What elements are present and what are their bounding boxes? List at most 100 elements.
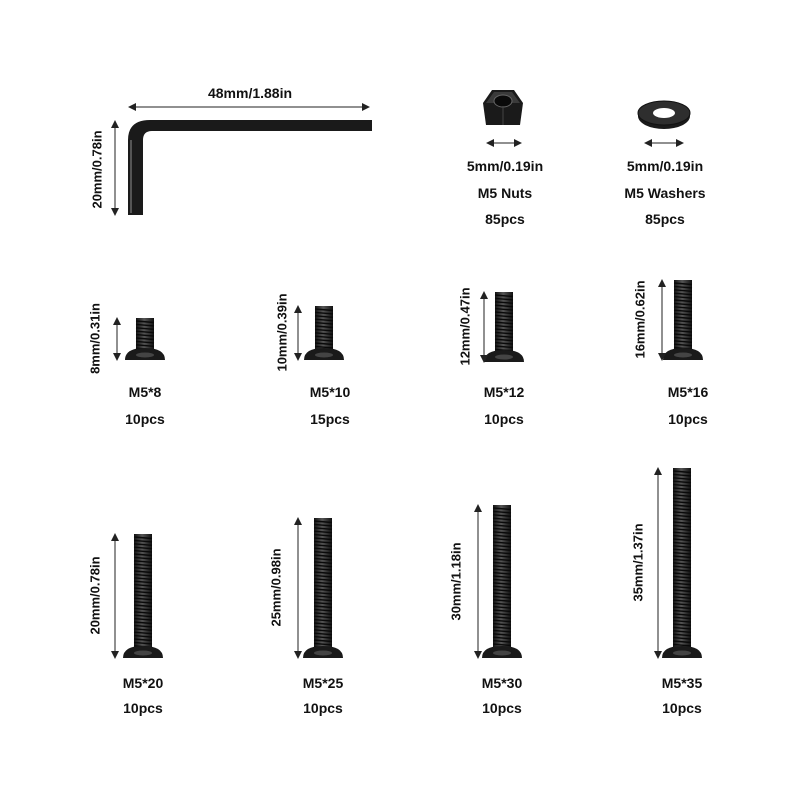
screw-thread	[133, 543, 153, 546]
screw-thread	[672, 616, 692, 620]
screw-thread	[313, 618, 333, 622]
screw-thread	[313, 615, 333, 619]
screw-thread	[313, 605, 333, 609]
screw-thread	[673, 282, 693, 286]
screw-name-label: M5*10	[309, 384, 351, 400]
screw-head-highlight	[674, 352, 692, 358]
screw-thread	[313, 642, 333, 646]
screw-thread	[133, 604, 153, 608]
screw-thread	[494, 311, 514, 315]
screw-thread	[492, 507, 512, 511]
screw-thread	[672, 517, 692, 521]
screw-thread	[494, 314, 514, 318]
screw-thread	[492, 514, 512, 517]
screw-thread	[133, 634, 153, 638]
screw-thread	[135, 340, 155, 344]
screw-thread	[673, 295, 693, 299]
screw-thread	[133, 590, 153, 594]
screw-thread	[492, 558, 512, 562]
screw-thread	[672, 514, 692, 518]
screw-length-label: 12mm/0.47in	[457, 287, 473, 366]
screw-name-label: M5*20	[122, 675, 164, 691]
screw-thread	[313, 530, 333, 534]
screw-thread	[672, 613, 692, 616]
screw-thread	[672, 623, 692, 627]
screw-thread	[492, 592, 512, 596]
screw-thread	[672, 487, 692, 491]
screw-thread	[672, 602, 692, 606]
screw-name-label: M5*30	[481, 675, 523, 691]
screw-thread	[492, 531, 512, 534]
screw-name-label: M5*25	[302, 675, 344, 691]
screw-thread	[313, 632, 333, 636]
screw-thread	[492, 585, 512, 589]
screw-thread	[492, 575, 512, 579]
button-head-screw-icon	[484, 292, 524, 362]
screw-thread	[313, 537, 333, 541]
screw-thread	[672, 541, 692, 545]
screw-thread	[492, 554, 512, 558]
screw-thread	[673, 285, 693, 289]
screw-thread	[133, 600, 153, 604]
screw-thread	[494, 345, 514, 349]
screw-thread	[673, 333, 693, 337]
screw-thread	[672, 548, 692, 552]
screw-thread	[314, 325, 334, 329]
hex-key-height-label: 20mm/0.78in	[89, 130, 105, 209]
nut-qty-label: 85pcs	[485, 211, 525, 227]
washer-name-label: M5 Washers	[624, 185, 706, 201]
screw-thread	[133, 546, 153, 550]
screw-thread	[313, 561, 333, 564]
screw-qty-label: 10pcs	[668, 411, 708, 427]
button-head-screw-icon	[482, 505, 522, 658]
screw-thread	[673, 340, 693, 343]
screw-thread	[135, 337, 155, 341]
screw-thread	[672, 531, 692, 535]
screw-thread	[492, 622, 512, 626]
screw-thread	[313, 578, 333, 581]
screw-thread	[672, 483, 692, 487]
screw-thread	[672, 538, 692, 542]
screw-thread	[494, 335, 514, 338]
screw-thread	[672, 572, 692, 576]
screw-thread	[672, 528, 692, 531]
screw-thread	[492, 629, 512, 633]
screw-thread	[673, 329, 693, 333]
screw-thread	[313, 595, 333, 598]
screw-thread	[672, 477, 692, 480]
screw-thread	[492, 534, 512, 538]
screw-thread	[313, 567, 333, 571]
nut-size-label: 5mm/0.19in	[466, 158, 544, 174]
screw-thread	[313, 571, 333, 575]
screw-thread	[673, 312, 693, 316]
button-head-screw-icon	[663, 280, 703, 360]
screw-thread	[133, 539, 153, 543]
screw-thread	[314, 311, 334, 315]
screw-thread	[313, 547, 333, 551]
screw-thread	[313, 581, 333, 585]
screw-qty-label: 10pcs	[123, 700, 163, 716]
screw-thread	[672, 500, 692, 504]
screw-thread	[133, 580, 153, 584]
screw-thread	[135, 333, 155, 337]
screw-thread	[492, 520, 512, 524]
screw-thread	[133, 556, 153, 560]
screw-thread	[313, 639, 333, 643]
screw-thread	[492, 578, 512, 582]
screw-thread	[313, 527, 333, 530]
screw-thread	[313, 601, 333, 605]
screw-head-highlight	[673, 650, 691, 656]
screw-head-highlight	[493, 650, 511, 656]
screw-thread	[313, 523, 333, 527]
screw-name-label: M5*8	[128, 384, 162, 400]
washer-size-label: 5mm/0.19in	[626, 158, 704, 174]
screw-thread	[672, 643, 692, 647]
screw-thread	[492, 619, 512, 623]
screw-length-label: 10mm/0.39in	[274, 293, 290, 372]
screw-thread	[492, 616, 512, 619]
button-head-screw-icon	[125, 318, 165, 360]
screw-thread	[672, 575, 692, 579]
screw-thread	[133, 628, 153, 631]
screw-thread	[492, 609, 512, 613]
